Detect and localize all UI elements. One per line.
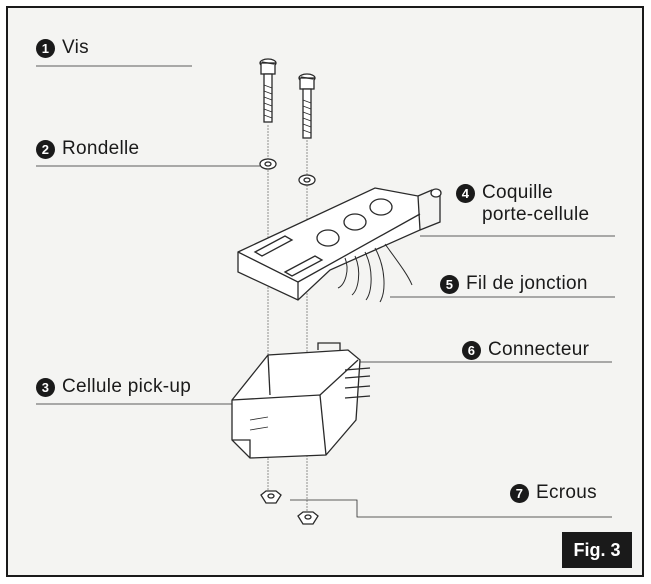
label-text: Cellule pick-up [62, 376, 192, 397]
figure-number-label: Fig. 3 [562, 532, 632, 568]
washer-left [259, 158, 277, 170]
label-rondelle: 2 Rondelle [36, 138, 139, 160]
leader-line-ecrous [290, 499, 612, 518]
nut-left [260, 490, 282, 504]
number-badge: 7 [510, 483, 529, 503]
headshell [237, 187, 442, 301]
number-badge: 4 [456, 183, 475, 203]
label-text-line2: porte-cellule [482, 204, 590, 225]
label-connecteur: 6 Connecteur [462, 339, 589, 361]
screw-right [298, 73, 316, 139]
number-badge: 6 [462, 340, 481, 360]
label-text-line1: Coquille [482, 182, 554, 203]
nut-right [297, 511, 319, 525]
label-vis: 1 Vis [36, 37, 89, 59]
washer-right [298, 174, 316, 186]
label-fil: 5 Fil de jonction [440, 273, 588, 295]
number-badge: 5 [440, 274, 459, 294]
label-ecrous: 7 Ecrous [510, 482, 597, 504]
screw-left [259, 58, 277, 123]
number-badge: 1 [36, 38, 55, 58]
label-coquille: 4 Coquille porte-cellule [456, 182, 589, 226]
lead-wires [337, 243, 413, 303]
label-cellule: 3 Cellule pick-up [36, 376, 191, 398]
pickup-cartridge [231, 342, 371, 459]
label-text: Ecrous [536, 482, 597, 503]
figure-frame [6, 6, 644, 577]
label-text: Fil de jonction [466, 273, 588, 294]
label-text: Rondelle [62, 138, 140, 159]
label-text: Vis [62, 37, 89, 58]
number-badge: 2 [36, 139, 55, 159]
number-badge: 3 [36, 377, 55, 397]
label-text: Connecteur [488, 339, 590, 360]
